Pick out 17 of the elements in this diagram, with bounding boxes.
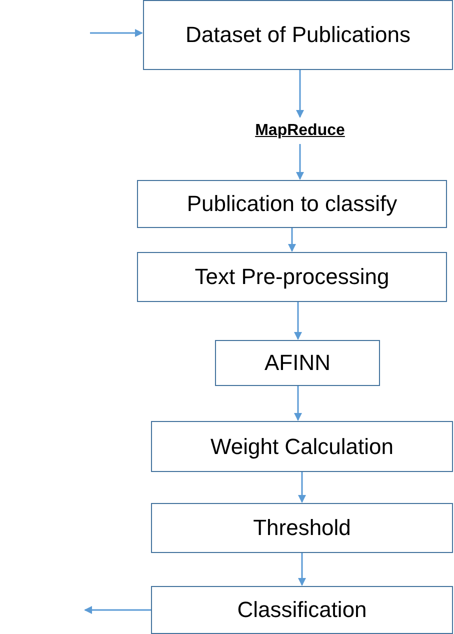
arrow <box>84 606 151 614</box>
arrow <box>288 228 296 252</box>
process-box: Threshold <box>151 503 453 553</box>
process-box: AFINN <box>215 340 380 386</box>
process-label: MapReduce <box>240 118 360 144</box>
arrow <box>294 386 302 421</box>
arrow <box>296 70 304 118</box>
process-box: Publication to classify <box>137 180 447 228</box>
arrow <box>294 302 302 340</box>
process-box: Dataset of Publications <box>143 0 453 70</box>
arrow <box>296 144 304 180</box>
arrow <box>298 553 306 586</box>
process-box: Weight Calculation <box>151 421 453 472</box>
arrow <box>90 29 143 37</box>
arrow <box>298 472 306 503</box>
process-box: Classification <box>151 586 453 634</box>
process-box: Text Pre-processing <box>137 252 447 302</box>
